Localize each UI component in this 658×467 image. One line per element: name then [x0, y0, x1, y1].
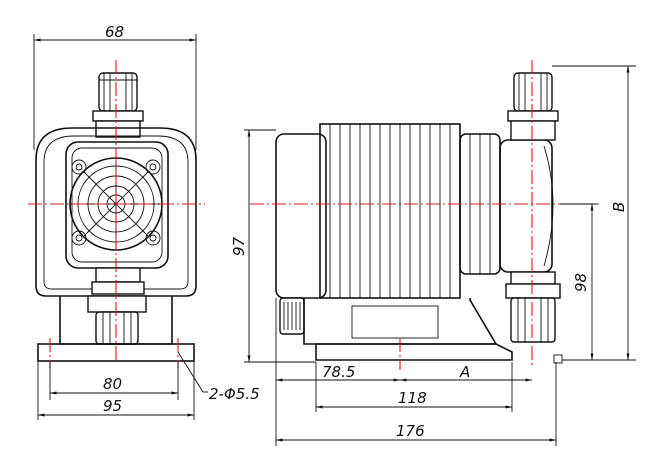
front-view	[28, 60, 205, 368]
dim-118: 118	[398, 389, 427, 407]
side-view	[250, 60, 600, 370]
dim-holes: 2-Φ5.5	[209, 385, 260, 403]
front-dimensions: 68 80 95 2-Φ5.5	[33, 23, 260, 420]
side-bottom-fitting	[505, 271, 561, 343]
front-body	[35, 127, 197, 297]
side-cable-gland	[279, 297, 305, 335]
front-bottom-fitting	[87, 267, 147, 345]
front-top-fitting	[92, 72, 144, 138]
side-base-plate	[315, 343, 513, 361]
front-base-plate	[37, 343, 195, 362]
dim-95: 95	[103, 397, 122, 415]
dim-176: 176	[396, 422, 425, 440]
dim-98: 98	[572, 273, 590, 292]
side-fins	[329, 124, 451, 298]
side-motor-housing	[275, 133, 327, 299]
side-pump-head	[499, 139, 553, 273]
dim-a: A	[459, 363, 470, 381]
dim-80: 80	[103, 375, 122, 393]
dim-b: B	[610, 202, 628, 212]
dim-78-5: 78.5	[322, 363, 355, 381]
side-dimensions: 97 B 98 78.5 A 118 176	[230, 65, 636, 446]
dim-68: 68	[105, 23, 124, 41]
side-top-fitting	[507, 72, 559, 141]
dim-97: 97	[230, 236, 248, 256]
side-pedestal	[303, 298, 498, 345]
